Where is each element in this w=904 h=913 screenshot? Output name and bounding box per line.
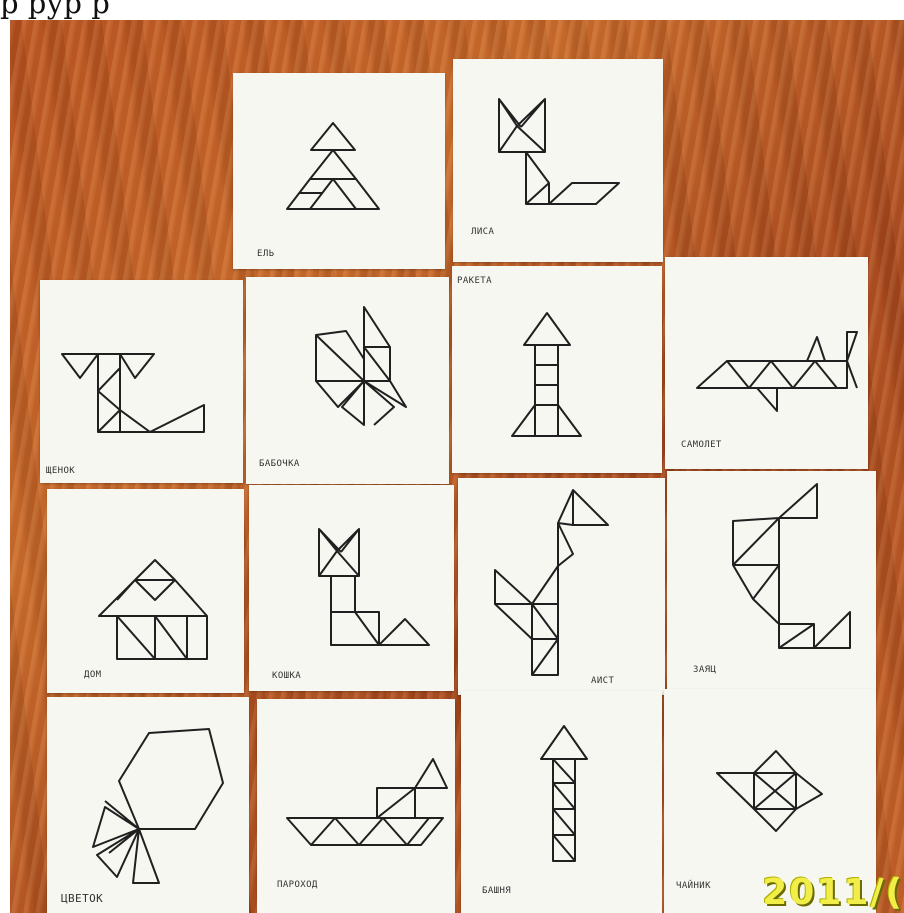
house-figure: [47, 489, 244, 693]
card-koshka: КОШКА: [249, 485, 454, 691]
tower-figure: [461, 691, 662, 913]
card-tsvetok: ЦВЕТОК: [47, 697, 249, 913]
card-label: ПАРОХОД: [277, 880, 318, 890]
card-dom: ДОМ: [47, 489, 244, 693]
card-label: ЛИСА: [471, 227, 494, 237]
card-el: ЕЛЬ: [233, 73, 445, 269]
card-aist: АИСТ: [458, 478, 665, 695]
stork-figure: [458, 478, 665, 695]
card-label: ЗАЯЦ: [693, 665, 716, 675]
card-label: ЧАЙНИК: [676, 881, 711, 891]
caption-text: р рур р: [0, 0, 904, 20]
butterfly-figure: [246, 277, 449, 484]
card-bashnya: БАШНЯ: [461, 691, 662, 913]
card-zayats: ЗАЯЦ: [667, 471, 876, 690]
card-label: ЩЕНОК: [46, 466, 75, 476]
tree-figure: [233, 73, 445, 269]
puppy-figure: [40, 280, 243, 483]
card-label: КОШКА: [272, 671, 301, 681]
card-label: АИСТ: [591, 676, 614, 686]
hare-figure: [667, 471, 876, 690]
card-label: БАБОЧКА: [259, 459, 300, 469]
card-label: РАКЕТА: [457, 276, 492, 286]
date-stamp: 2011/(: [762, 872, 904, 913]
flower-figure: [47, 697, 249, 913]
card-babochka: БАБОЧКА: [246, 277, 449, 484]
card-label: ЦВЕТОК: [61, 892, 103, 905]
card-lisa: ЛИСА: [453, 59, 663, 262]
card-shenok: ЩЕНОК: [40, 280, 243, 483]
card-label: БАШНЯ: [482, 886, 511, 896]
photo: ЕЛЬ ЛИСА РАКЕТА ЩЕНОК: [10, 20, 904, 913]
airplane-figure: [665, 257, 868, 469]
cat-figure: [249, 485, 454, 691]
card-raketa: РАКЕТА: [452, 266, 662, 473]
card-label: САМОЛЕТ: [681, 440, 722, 450]
rocket-figure: [452, 266, 662, 473]
card-samolet: САМОЛЕТ: [665, 257, 868, 469]
card-label: ЕЛЬ: [257, 249, 274, 259]
card-label: ДОМ: [84, 670, 101, 680]
card-parohod: ПАРОХОД: [257, 699, 455, 913]
